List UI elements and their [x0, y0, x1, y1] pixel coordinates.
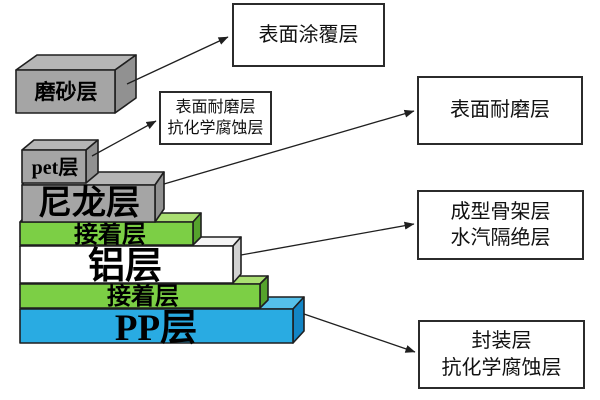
callout-skeleton-moisture: 成型骨架层 水汽隔绝层	[417, 190, 584, 260]
layer-pet: pet层	[21, 139, 99, 184]
arrow-frosted-to-coating	[126, 36, 229, 85]
adhesive-lower-front-face	[19, 283, 261, 309]
nylon-layer-label: 尼龙层	[38, 184, 140, 222]
callout-wear-and-corrosion-line2: 抗化学腐蚀层	[167, 120, 264, 137]
arrow-pp-to-encapsulation	[303, 313, 416, 353]
pet-layer-label: pet层	[32, 157, 79, 179]
pp-layer-label: PP层	[115, 308, 197, 349]
pet-front-face	[21, 149, 87, 184]
frosted-front-face	[15, 69, 116, 114]
callout-surface-wear-label: 表面耐磨层	[450, 99, 550, 122]
callout-encapsulation-line1: 封装层	[471, 330, 532, 353]
adhesive-upper-label: 接着层	[74, 220, 146, 248]
callout-wear-and-corrosion: 表面耐磨层 抗化学腐蚀层	[159, 91, 272, 145]
layer-frosted: 磨砂层	[15, 54, 137, 114]
nylon-front-face	[21, 184, 156, 223]
callout-wear-and-corrosion-line1: 表面耐磨层	[175, 98, 256, 116]
aluminum-side-face	[232, 236, 242, 284]
callout-encapsulation-corrosion: 封装层 抗化学腐蚀层	[418, 320, 585, 389]
frosted-layer-label: 磨砂层	[35, 80, 98, 104]
callout-encapsulation-line2: 抗化学腐蚀层	[441, 356, 562, 379]
callout-surface-coating: 表面涂覆层	[232, 3, 385, 67]
callout-skeleton-moisture-line2: 水汽隔绝层	[450, 227, 551, 249]
arrow-aluminum-to-skeleton	[240, 221, 415, 256]
callout-skeleton-moisture-line1: 成型骨架层	[450, 200, 551, 223]
adhesive-lower-label: 接着层	[107, 282, 179, 310]
arrow-nylon-to-wear	[163, 109, 415, 185]
aluminum-layer-label: 铝层	[88, 245, 162, 287]
callout-surface-wear: 表面耐磨层	[417, 76, 583, 145]
arrow-pet-to-wear-corrosion	[91, 120, 157, 157]
aluminum-front-face	[19, 245, 234, 284]
pp-front-face	[19, 308, 294, 344]
callout-surface-coating-label: 表面涂覆层	[258, 23, 359, 46]
